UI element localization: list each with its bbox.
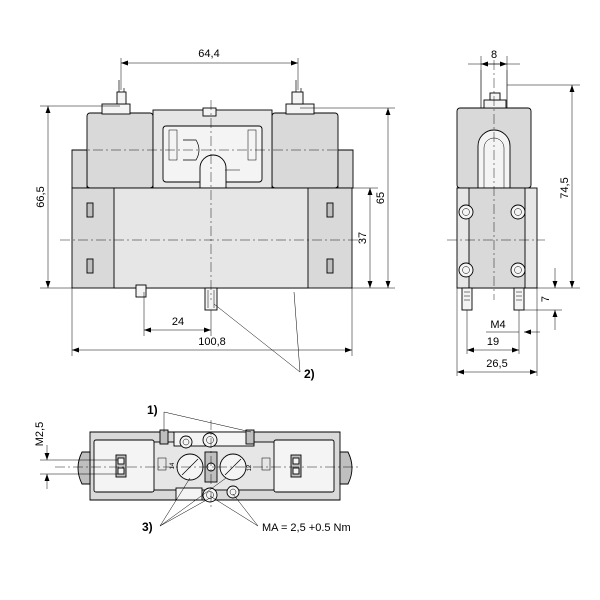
dim-37: 37 (357, 232, 369, 244)
right-connector-pins (285, 80, 315, 115)
dim-8: 8 (491, 49, 497, 61)
torque-note: MA = 2,5 +0.5 Nm (262, 522, 351, 534)
front-dimensions: 64,4 66,5 65 37 24 100,8 2) (35, 48, 395, 381)
side-pins (483, 99, 507, 109)
dim-24: 24 (172, 316, 184, 328)
right-coil-housing (271, 112, 339, 189)
top-right-coil (273, 439, 335, 493)
left-connector-pins (101, 80, 131, 115)
pilot-lever (183, 139, 200, 161)
pilot-slot-left (168, 129, 178, 161)
port-label-12: 12 (247, 464, 253, 471)
top-screw-1 (179, 435, 193, 449)
top-right-cap (339, 451, 353, 485)
callout-3: 3) (142, 520, 153, 534)
right-coil-shoulder (337, 149, 354, 189)
dim-74-5: 74,5 (559, 177, 571, 198)
dim-66-5: 66,5 (35, 186, 47, 207)
dim-64-4: 64,4 (198, 48, 219, 60)
top-view: 14 12 (55, 420, 360, 510)
side-screws (458, 204, 526, 278)
bottom-screw-2 (226, 485, 240, 499)
dim-65: 65 (375, 192, 387, 204)
side-pin-left (461, 287, 473, 311)
left-coil-housing (86, 112, 154, 189)
pilot-slot-right (247, 129, 257, 161)
body-screws (86, 202, 334, 274)
top-dimensions: M2,5 1) 3) MA = 2,5 +0.5 Nm (34, 403, 351, 534)
left-coil-shoulder (71, 149, 88, 189)
dim-7: 7 (540, 296, 552, 302)
top-right-connector (290, 454, 302, 478)
top-screw-2 (202, 432, 218, 448)
pilot-top-tab (202, 107, 217, 117)
side-pin-right (513, 287, 525, 311)
bottom-screw-1 (202, 487, 218, 503)
dim-100-8: 100,8 (198, 336, 226, 348)
bottom-pin-left (135, 284, 147, 298)
dim-26-5: 26,5 (486, 358, 507, 370)
dim-m4: M4 (490, 319, 505, 331)
top-left-cap (77, 451, 91, 485)
manual-override-knob (199, 154, 227, 189)
top-left-connector (115, 454, 127, 478)
callout-1: 1) (147, 403, 158, 417)
dim-m2-5: M2,5 (34, 422, 46, 446)
dim-19: 19 (487, 336, 499, 348)
port-label-14: 14 (170, 462, 176, 469)
side-view (447, 60, 545, 311)
callout-2: 2) (304, 367, 315, 381)
side-dimensions: 8 74,5 7 M4 19 26,5 (456, 49, 580, 376)
front-view (60, 80, 365, 311)
